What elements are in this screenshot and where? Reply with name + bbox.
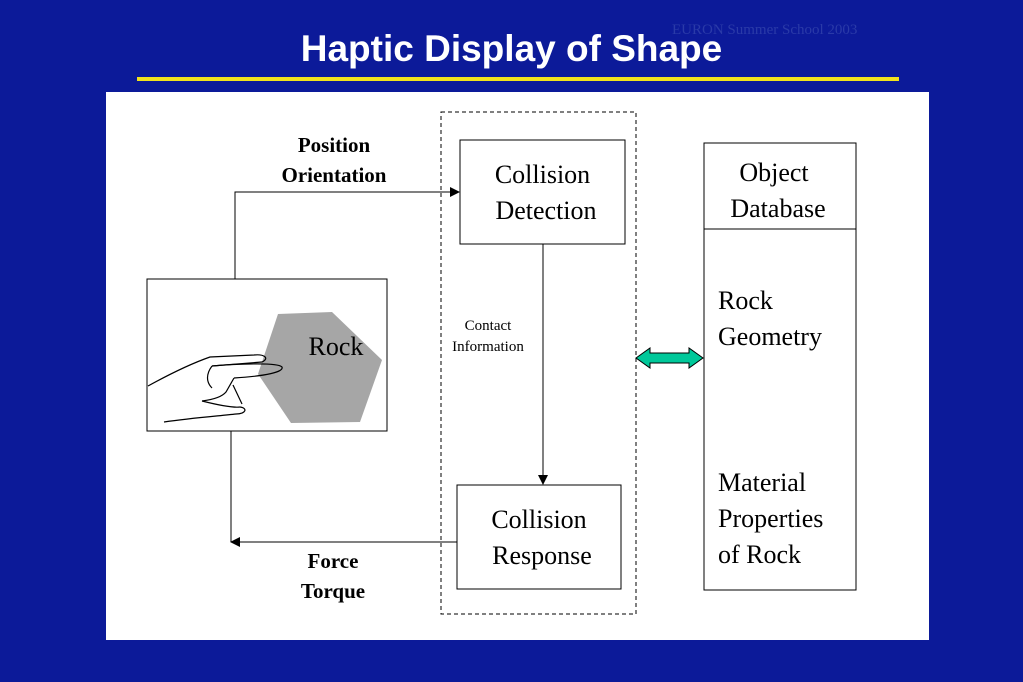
information-label: Information [452,339,524,355]
torque-label: Torque [300,579,366,603]
force-label: Force [307,549,359,573]
rock-geometry-line1: Rock [718,286,773,315]
position-label: Position [297,133,371,157]
rock-geometry-line2: Geometry [718,322,822,351]
hand-sketch [147,354,283,423]
position-arrow [234,187,460,279]
collision-detection-box [459,139,626,245]
collision-detection-line1: Collision [494,160,591,189]
orientation-label: Orientation [281,163,387,187]
diagram-canvas [146,111,857,615]
object-database-header-line1: Object [739,158,809,187]
collision-response-line2: Response [492,541,592,570]
collision-response-box [456,484,622,590]
material-properties-line3: of Rock [718,540,802,569]
processing-boundary [440,111,637,615]
header-note: EURON Summer School 2003 [672,22,858,38]
collision-detection-line2: Detection [495,196,597,225]
rock-shape [258,312,382,423]
object-database-box [703,142,857,591]
title-underline [137,77,899,81]
material-properties-line2: Properties [718,504,824,533]
database-double-arrow [635,347,704,369]
rock-label: Rock [308,332,364,361]
object-database-header-line2: Database [730,194,826,223]
collision-response-line1: Collision [491,505,587,534]
material-properties-line1: Material [718,468,807,497]
slide-title: Haptic Display of Shape [300,28,723,69]
contact-label: Contact [464,318,512,334]
